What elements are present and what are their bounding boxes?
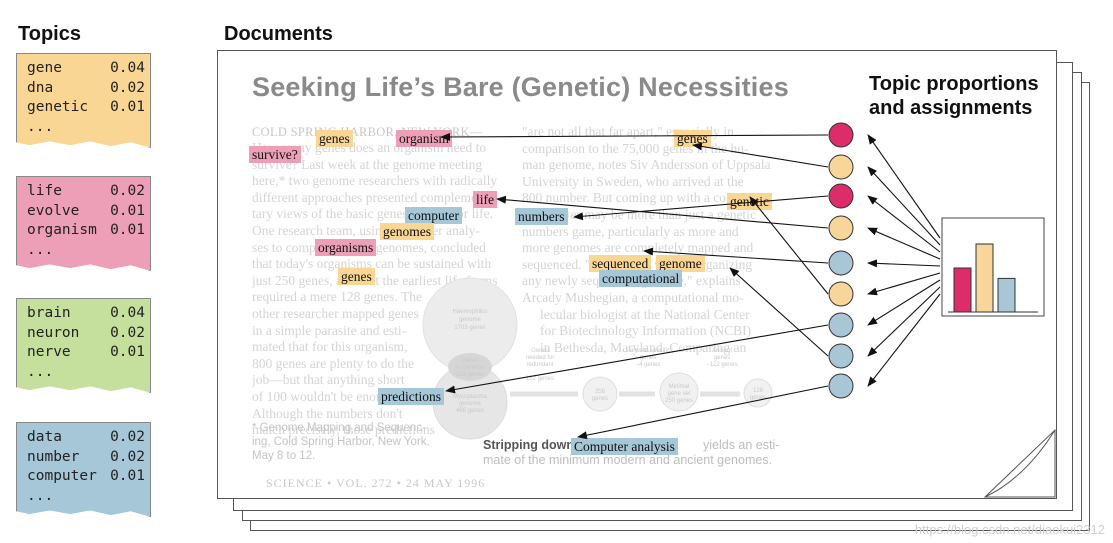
assignment-arrow [574, 196, 828, 217]
watermark: https://blog.csdn.net/diaokui2312 [915, 522, 1105, 537]
topic-assignment-circle [829, 282, 853, 306]
topic-assignment-circle [829, 251, 853, 275]
topic-proportion-bar [976, 244, 993, 312]
proportion-arrow [868, 273, 940, 294]
assignment-arrow [497, 199, 828, 228]
assignment-arrow [750, 197, 828, 294]
proportion-arrow [868, 167, 940, 245]
topic-assignment-circle [829, 123, 853, 147]
proportion-arrow [868, 287, 940, 356]
assignment-arrow [441, 135, 828, 137]
proportion-arrow [868, 280, 940, 325]
assignment-arrow [730, 268, 828, 356]
topic-proportion-bar [954, 268, 971, 312]
topic-assignment-circle [829, 216, 853, 240]
proportion-arrow [868, 263, 940, 266]
assignment-arrow [578, 386, 828, 437]
topic-assignment-circle [829, 374, 853, 398]
topic-proportion-bar [998, 278, 1015, 312]
assignment-arrow [693, 145, 828, 167]
assignment-arrow [446, 325, 828, 391]
assignment-arrow [644, 251, 828, 263]
topic-assignment-circle [829, 155, 853, 179]
topic-assignment-circle [829, 184, 853, 208]
proportion-arrow [868, 294, 940, 386]
topic-assignment-circle [829, 344, 853, 368]
proportion-arrow [868, 135, 940, 238]
topic-assignment-circle [829, 313, 853, 337]
